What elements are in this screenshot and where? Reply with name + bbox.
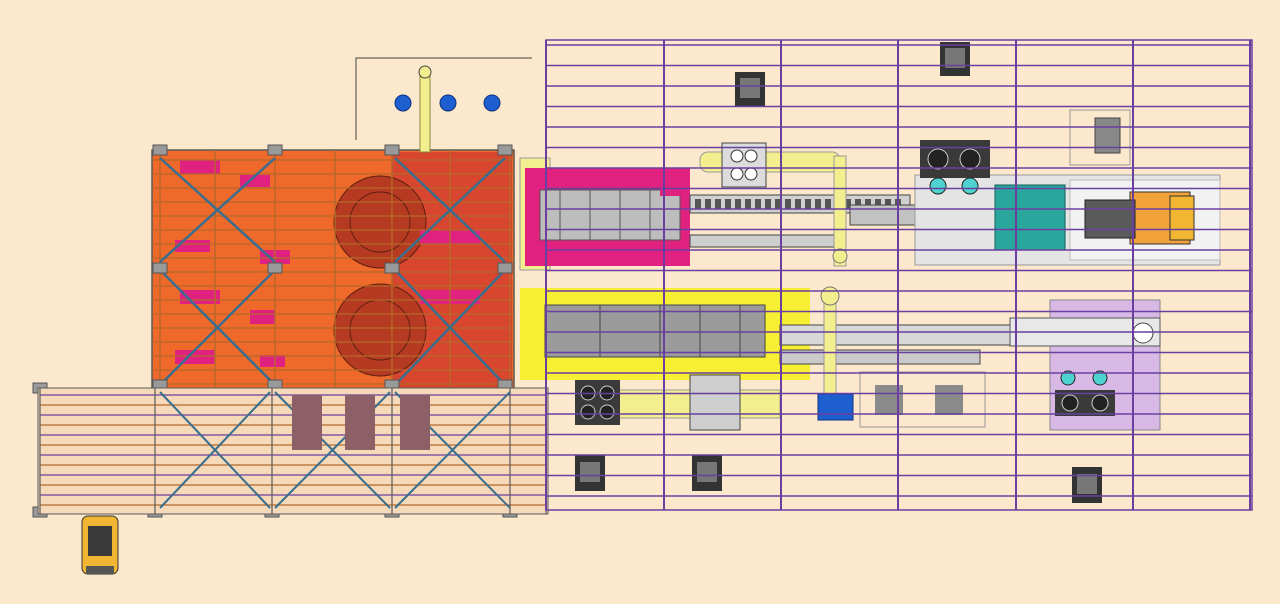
belt-segment: [805, 199, 811, 209]
belt-segment: [865, 199, 871, 209]
lower-wing-blocks: [292, 395, 430, 450]
belt-segment: [775, 199, 781, 209]
column-base: [384, 262, 400, 274]
belt-segment: [745, 199, 751, 209]
control-cabinet-icon: [735, 42, 970, 106]
pump-unit-icon: [1055, 370, 1115, 416]
crane-rails-vertical: [545, 40, 1251, 510]
column-base: [267, 144, 283, 156]
column-base: [384, 144, 400, 156]
column-base: [497, 262, 513, 274]
pump-unit-icon: [920, 140, 990, 195]
control-cabinet-icon: [575, 455, 1102, 503]
belt-segment: [825, 199, 831, 209]
belt-segment: [725, 199, 731, 209]
building-diagonal-bracing: [159, 157, 506, 386]
magenta-bins: [175, 160, 480, 367]
belt-segment: [715, 199, 721, 209]
column-base: [497, 144, 513, 156]
belt-segment: [855, 199, 861, 209]
column-base: [152, 144, 168, 156]
column-base: [267, 262, 283, 274]
belt-segment: [795, 199, 801, 209]
steel-frame-building: [32, 144, 518, 518]
lower-wing-frame: [37, 387, 549, 515]
column-base: [152, 262, 168, 274]
storage-tank-icon: [355, 57, 532, 153]
belt-segment: [815, 199, 821, 209]
belt-segment: [695, 199, 701, 209]
belt-segment: [885, 199, 891, 209]
belt-segment: [765, 199, 771, 209]
roof-fan-icon: [333, 175, 427, 377]
belt-segment: [705, 199, 711, 209]
forklift-vehicle: [81, 515, 119, 575]
belt-segment: [785, 199, 791, 209]
belt-segment: [735, 199, 741, 209]
fan-unit-icon: [721, 142, 767, 188]
fan-unit-icon: [575, 380, 620, 425]
wheel-loader-vehicle: [1084, 191, 1195, 245]
rotary-kiln: [559, 190, 651, 240]
belt-segment: [845, 199, 851, 209]
belt-segment: [875, 199, 881, 209]
belt-segment: [755, 199, 761, 209]
